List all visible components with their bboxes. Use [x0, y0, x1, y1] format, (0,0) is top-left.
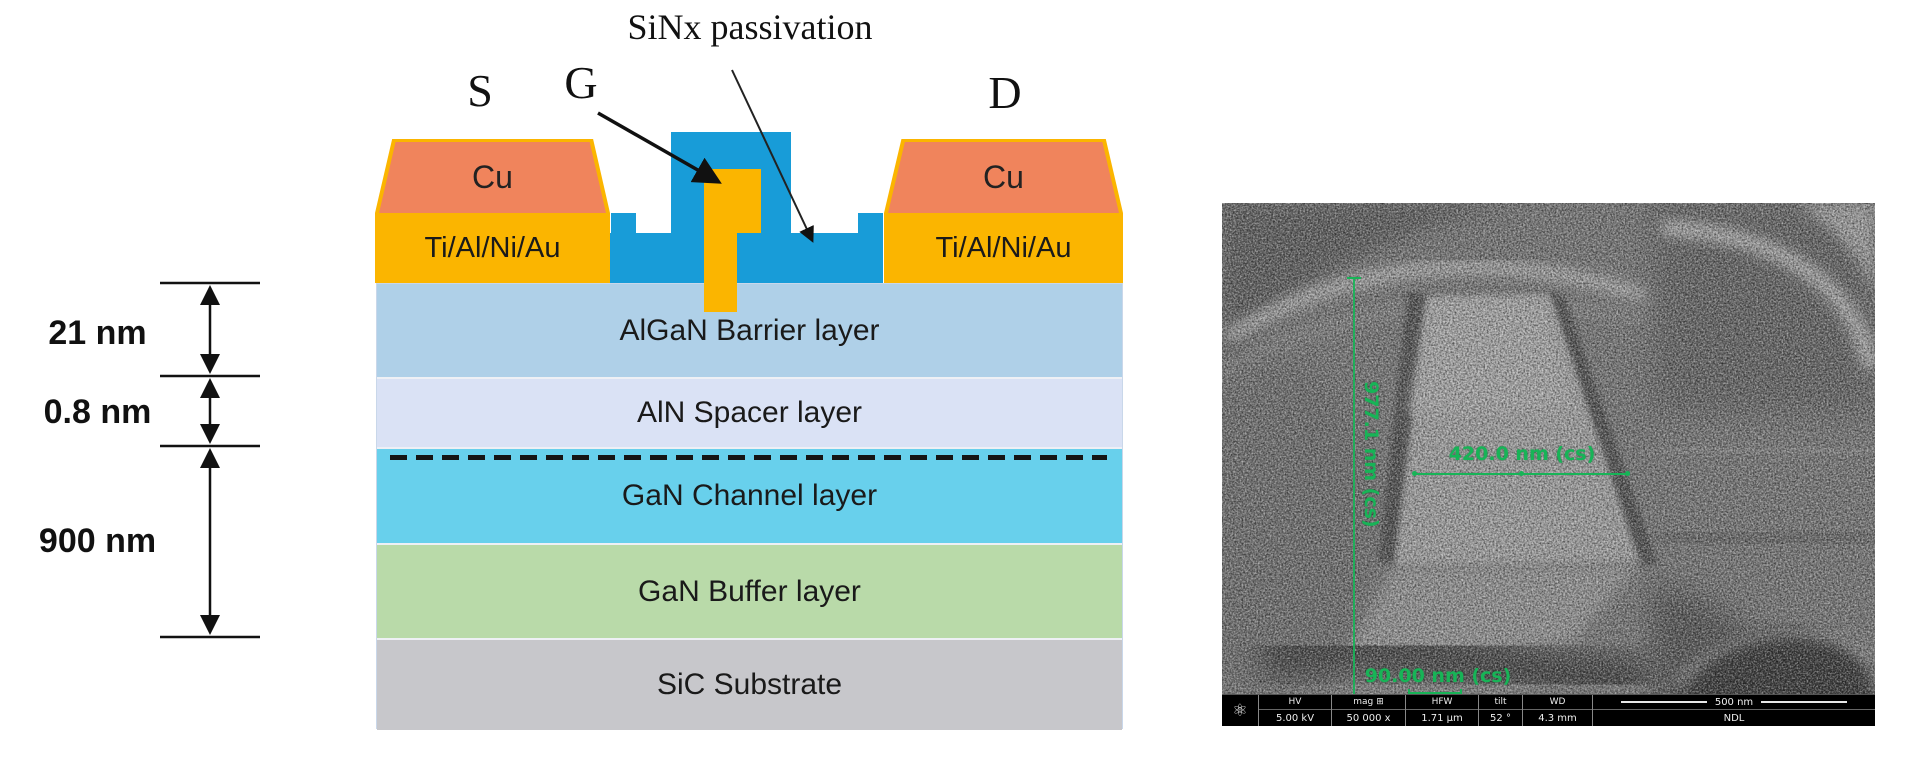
source-ohmic-label: Ti/Al/Ni/Au: [424, 231, 561, 264]
info-cell-tilt: tilt 52 °: [1479, 695, 1523, 726]
layer-gan-buffer-label: GaN Buffer layer: [638, 574, 861, 608]
sem-measure-dot-left: [1412, 471, 1417, 476]
gate-metal-stem: [704, 233, 737, 312]
scale-bar-line-right: [1761, 701, 1848, 703]
passivation-label: SiNx passivation: [627, 7, 873, 47]
drain-ohmic-contact: Ti/Al/Ni/Au: [884, 213, 1123, 283]
sem-foot-measure-label: 90.00 nm (cs): [1364, 665, 1512, 687]
layer-aln-spacer: AlN Spacer layer: [377, 377, 1122, 447]
mag-value: 50 000 x: [1346, 712, 1391, 724]
scale-bar-cell: 500 nm NDL: [1593, 695, 1875, 726]
sem-info-bar: ⚛ HV 5.00 kV mag ⊞ 50 000 x HFW 1.71 μm …: [1222, 694, 1875, 726]
drain-cu-contact: Cu: [884, 139, 1123, 213]
sem-texture: [1222, 203, 1875, 726]
source-cu-label: Cu: [472, 159, 513, 195]
sem-foot-measure-line: [1408, 692, 1462, 694]
info-cell-hv: HV 5.00 kV: [1259, 695, 1332, 726]
sem-measure-dot-mid: [1519, 471, 1524, 476]
wd-label: WD: [1549, 697, 1566, 707]
sinx-bump-right: [858, 213, 883, 235]
tilt-label: tilt: [1494, 697, 1507, 707]
atom-logo-icon: ⚛: [1232, 700, 1248, 721]
layer-algan-label: AlGaN Barrier layer: [619, 313, 880, 347]
gate-label: G: [564, 57, 598, 108]
layer-gan-channel-label: GaN Channel layer: [621, 479, 878, 512]
hv-value: 5.00 kV: [1275, 712, 1315, 724]
scale-bar-label: 500 nm: [1714, 696, 1754, 708]
info-cell-hfw: HFW 1.71 μm: [1406, 695, 1479, 726]
sem-measure-dot-right: [1625, 471, 1630, 476]
microscope-logo-cell: ⚛: [1222, 695, 1259, 726]
mag-label: mag: [1353, 697, 1374, 707]
sinx-bump-left: [611, 213, 636, 235]
hv-label: HV: [1288, 697, 1302, 707]
source-cu-contact: Cu: [375, 139, 610, 213]
drain-label: D: [988, 67, 1022, 118]
sem-vertical-measure-tick-top: [1347, 277, 1361, 279]
layer-sic-label: SiC Substrate: [656, 668, 843, 701]
info-cell-mag: mag ⊞ 50 000 x: [1332, 695, 1406, 726]
drain-cu-label: Cu: [983, 159, 1024, 195]
layer-algan-barrier: AlGaN Barrier layer: [377, 284, 1122, 377]
layer-sic-substrate: SiC Substrate: [377, 638, 1122, 730]
sem-image: 977.1 nm (cs) 420.0 nm (cs) 90.00 nm (cs…: [1222, 203, 1875, 726]
wd-value: 4.3 mm: [1538, 712, 1577, 724]
dim-label-spacer: 0.8 nm: [43, 393, 152, 431]
passivation-pointer-arrow: [731, 69, 814, 243]
dimension-annotation-svg: [160, 69, 814, 639]
gate-pointer-arrow: [597, 111, 722, 184]
sem-vertical-measure-line: [1353, 278, 1355, 718]
2deg-dashed-line: [390, 455, 1107, 460]
sem-foot-measure-tick-right: [1460, 689, 1462, 696]
hfw-label: HFW: [1431, 697, 1453, 707]
drain-ohmic-label: Ti/Al/Ni/Au: [935, 231, 1072, 264]
credit-label: NDL: [1723, 712, 1745, 724]
sinx-base-layer: [610, 233, 883, 283]
dim-label-barrier: 21 nm: [48, 314, 147, 352]
source-ohmic-contact: Ti/Al/Ni/Au: [375, 213, 610, 283]
info-cell-wd: WD 4.3 mm: [1523, 695, 1593, 726]
hfw-value: 1.71 μm: [1421, 712, 1463, 724]
sem-vertical-measure-label: 977.1 nm (cs): [1360, 381, 1382, 528]
sem-horizontal-measure-label: 420.0 nm (cs): [1448, 443, 1596, 465]
layer-stack: AlGaN Barrier layer AlN Spacer layer GaN…: [376, 283, 1123, 730]
scale-bar-row: 500 nm: [1593, 695, 1875, 710]
sem-foot-measure-tick-left: [1408, 689, 1410, 696]
layer-aln-label: AlN Spacer layer: [636, 396, 863, 429]
grid-icon: ⊞: [1376, 697, 1384, 707]
layer-gan-buffer: GaN Buffer layer: [377, 543, 1122, 638]
tilt-value: 52 °: [1490, 712, 1511, 724]
layer-gan-channel: GaN Channel layer: [377, 447, 1122, 543]
source-label: S: [467, 65, 493, 116]
dim-label-gan-total: 900 nm: [38, 522, 157, 560]
scale-bar-line-left: [1621, 701, 1707, 703]
